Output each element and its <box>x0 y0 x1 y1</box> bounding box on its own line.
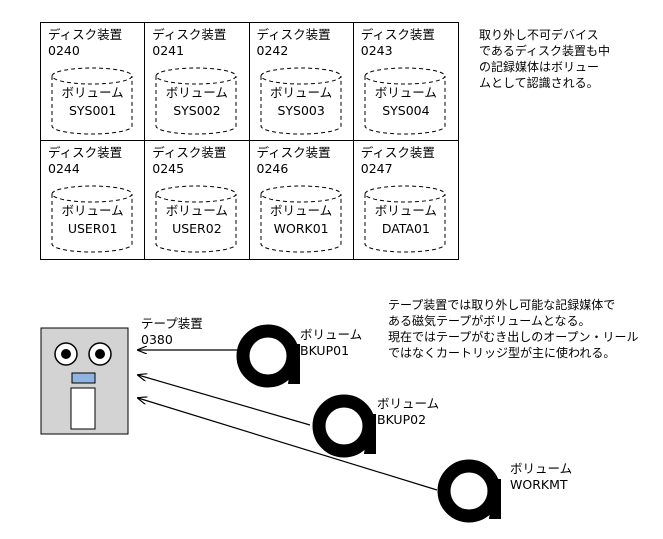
volume-name: SYS003 <box>277 103 325 118</box>
volume-caption: ボリューム <box>270 85 333 100</box>
disk-volume-cylinder <box>364 67 446 135</box>
disk-device-label: ディスク装置 0245 <box>152 145 227 176</box>
disk-volume-cylinder <box>51 185 133 253</box>
disk-volume-note: 取り外し不可デバイス であるディスク装置も中 の記録媒体はボリュー ムとして認識… <box>479 28 611 90</box>
volume-caption: ボリューム <box>270 203 333 218</box>
disk-device-0240: ディスク装置 0240 ボリューム SYS001 <box>41 23 146 141</box>
volume-name: DATA01 <box>381 221 430 236</box>
volume-caption: ボリューム <box>374 203 437 218</box>
right-eye-icon <box>88 342 112 366</box>
volume-name: USER01 <box>67 221 118 236</box>
disk-device-label: ディスク装置 0242 <box>256 27 331 58</box>
disk-volume-cylinder <box>260 67 341 135</box>
disk-device-0241: ディスク装置 0241 ボリューム SYS002 <box>145 23 250 141</box>
disk-device-label: ディスク装置 0244 <box>48 145 123 176</box>
tape-volume-label: ボリューム BKUP01 <box>300 327 363 358</box>
disk-volume-cylinder <box>364 185 446 253</box>
volume-name: SYS004 <box>382 103 430 118</box>
volume-caption: ボリューム <box>374 85 437 100</box>
volume-name: SYS002 <box>173 103 221 118</box>
disk-device-0244: ディスク装置 0244 ボリューム USER01 <box>41 141 146 259</box>
tape-volume-label: ボリューム BKUP02 <box>377 396 440 427</box>
mount-arrow <box>138 375 311 426</box>
disk-device-0242: ディスク装置 0242 ボリューム SYS003 <box>249 23 354 141</box>
left-eye-icon <box>54 342 78 366</box>
tape-volume-note: テープ装置では取り外し可能な記録媒体で ある磁気テープがボリュームとなる。 現在… <box>388 298 639 360</box>
disk-device-label: ディスク装置 0243 <box>360 27 435 58</box>
tape-device-label: テープ装置 0380 <box>141 316 203 347</box>
disk-device-label: ディスク装置 0246 <box>256 145 331 176</box>
disk-device-grid: ディスク装置 0240 ボリューム SYS001 ディスク装置 0241 ボリュ… <box>40 22 459 260</box>
disk-device-label: ディスク装置 0241 <box>152 27 227 58</box>
mount-arrow <box>138 398 438 491</box>
disk-device-0243: ディスク装置 0243 ボリューム SYS004 <box>353 23 458 141</box>
disk-device-0246: ディスク装置 0246 ボリューム WORK01 <box>250 141 354 259</box>
volume-caption: ボリューム <box>165 203 228 218</box>
volume-name: SYS001 <box>68 103 117 118</box>
disk-volume-cylinder <box>51 67 133 135</box>
disk-device-0245: ディスク装置 0245 ボリューム USER02 <box>145 141 250 259</box>
volume-caption: ボリューム <box>61 85 124 100</box>
disk-volume-cylinder <box>155 185 237 253</box>
volume-caption: ボリューム <box>61 203 124 218</box>
tape-reel-icon <box>312 394 376 458</box>
disk-device-0247: ディスク装置 0247 ボリューム DATA01 <box>354 141 458 259</box>
disk-volume-cylinder <box>155 67 237 135</box>
tape-volume-label: ボリューム WORKMT <box>510 461 573 492</box>
volume-name: WORK01 <box>273 221 329 236</box>
display-slot-icon <box>71 372 96 384</box>
tape-reel-icon <box>236 324 300 388</box>
disk-volume-cylinder <box>260 185 341 253</box>
volume-name: USER02 <box>172 221 222 236</box>
tape-drive-icon <box>40 327 129 435</box>
disk-device-label: ディスク装置 0240 <box>48 27 123 58</box>
tape-slot-icon <box>70 387 96 430</box>
tape-reel-icon <box>437 459 501 523</box>
volume-caption: ボリューム <box>165 85 228 100</box>
disk-device-label: ディスク装置 0247 <box>360 145 435 176</box>
